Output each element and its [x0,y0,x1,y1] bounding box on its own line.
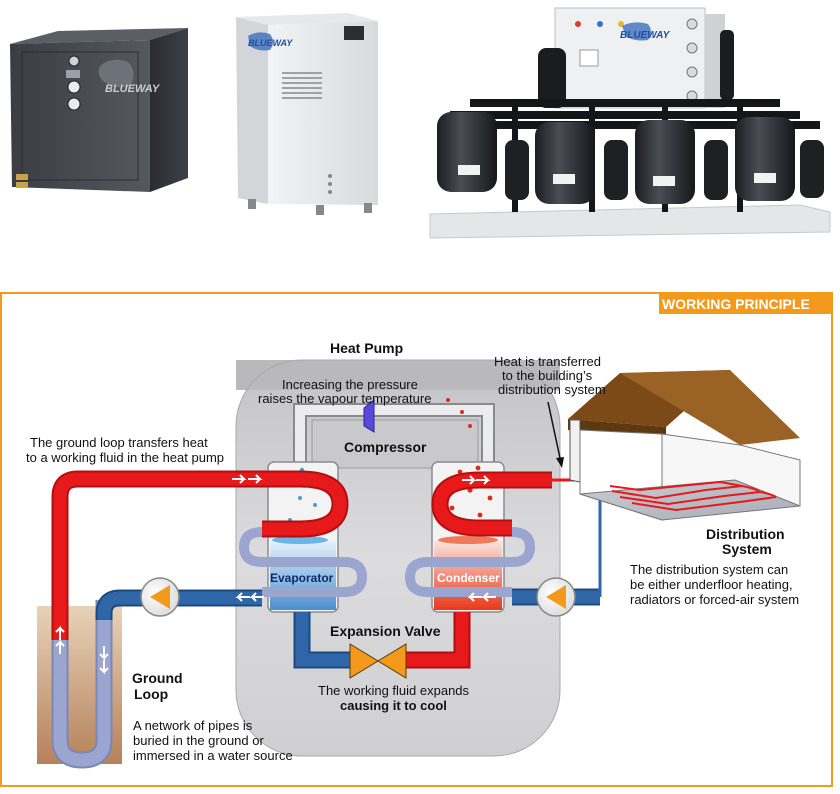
australia-shape-icon [622,22,651,41]
condenser-label: Condenser [437,571,500,585]
australia-shape-icon [98,59,134,88]
pump-icon [536,577,576,617]
ground-loop-note-line1: A network of pipes is [133,718,253,733]
ground-loop-note-line2: buried in the ground or [133,733,264,748]
expand-note-line1: The working fluid expands [318,683,470,698]
distribution-title-line2: System [722,541,772,557]
compressor-icon [535,122,595,204]
pump-icon [140,577,180,617]
unit3-logo: BLUEWAY [620,30,671,41]
fitting-icon [16,174,28,180]
compressor-icon [363,398,375,433]
gauge-icon [68,55,80,67]
foot-icon [316,205,324,215]
foot-icon [364,203,372,213]
expansion-valve-icon [349,643,379,679]
expand-note-line2: causing it to cool [340,698,447,713]
heat-transfer-line3: distribution system [498,382,606,397]
evaporator-label: Evaporator [270,571,334,585]
compressor-label: Compressor [344,439,427,455]
gauge-icon [67,97,81,111]
heat-transfer-line2: to the building’s [502,368,593,383]
heat-transfer-line1: Heat is transferred [494,354,601,369]
product-unit-modular: BLUEWAY [429,7,831,239]
compressor-icon [437,112,497,192]
product-unit-dark: BLUEWAY [10,28,188,192]
ground-transfer-line2: to a working fluid in the heat pump [26,450,224,465]
pressure-note-line1: Increasing the pressure [282,377,418,392]
gauge-icon [67,80,81,94]
hot-supply-pipe [51,470,349,740]
ground-loop-title-line1: Ground [132,670,183,686]
ground-transfer-line1: The ground loop transfers heat [30,435,208,450]
pointer-arrow-icon [556,457,564,468]
compressor-icon [635,120,695,204]
ground-loop-note-line3: immersed in a water source [133,748,293,763]
expansion-valve-icon [377,643,407,679]
compressor-icon [735,117,795,201]
australia-shape-icon [248,32,273,51]
unit1-logo: BLUEWAY [105,83,161,95]
cold-return-pipe [95,589,262,620]
display-screen-icon [344,26,364,40]
pressure-note-line2: raises the vapour temperature [258,391,431,406]
underfloor-heating-coil [609,481,777,512]
distribution-note-line2: be either underfloor heating, [630,577,793,592]
pointer-line [547,401,561,459]
vent-icon [282,72,322,99]
expansion-line [293,612,471,669]
distribution-note-line1: The distribution system can [630,562,788,577]
condenser: Condenser [431,398,505,613]
condenser-coil [404,527,536,597]
label-plate-icon [66,70,80,78]
expansion-valve-label: Expansion Valve [330,623,441,639]
accumulator-icon [505,140,824,200]
product-unit-white: BLUEWAY [236,13,378,215]
house [568,370,801,521]
section-title: WORKING PRINCIPLE [662,296,810,312]
distribution-note-line3: radiators or forced-air system [630,592,799,607]
foot-icon [248,199,256,209]
compressor-box [311,419,479,469]
flow-arrow-icon [55,474,496,675]
evaporator-coil [238,527,368,597]
unit2-logo: BLUEWAY [248,38,293,48]
heat-pump-title: Heat Pump [330,340,403,356]
fitting-icon [16,182,28,188]
ground-loop-title-line2: Loop [134,686,168,702]
distribution-title-line1: Distribution [706,526,785,542]
section-title-bar [659,293,832,314]
